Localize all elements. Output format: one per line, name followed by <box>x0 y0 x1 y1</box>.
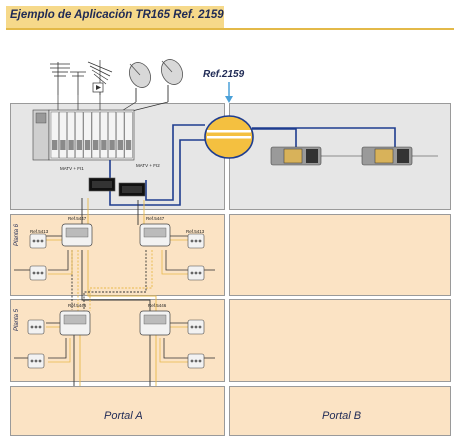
outlet-socket <box>187 233 205 249</box>
headend-module <box>116 111 125 159</box>
floor-5-panel-b <box>229 299 451 382</box>
portal-b-label: Portal B <box>322 410 362 422</box>
outlet-right-label: Ref.5413 <box>186 229 205 234</box>
headend-module <box>124 111 133 159</box>
headend-module <box>91 111 100 159</box>
drop-cables <box>14 235 215 363</box>
tap-lower-left-label: Ref.5446 <box>68 303 87 308</box>
multiswitch-2 <box>118 182 146 197</box>
title-rule <box>6 28 454 30</box>
headend-module <box>67 111 76 159</box>
satellite-dish-icon <box>129 62 151 102</box>
tap-lower-left <box>59 310 91 336</box>
headend-module <box>108 111 117 159</box>
amplifier-portal-b-1 <box>270 146 322 166</box>
page-title: Ejemplo de Aplicación TR165 Ref. 2159 <box>10 9 224 21</box>
outlet-socket <box>27 353 45 369</box>
tap-lower-right <box>139 310 171 336</box>
ref-2159-device <box>204 115 254 159</box>
outlet-socket <box>27 319 45 335</box>
tap-upper-right-label: Ref.5447 <box>146 216 165 221</box>
title-bar <box>6 6 224 28</box>
floor-6-panel-b <box>229 214 451 296</box>
mat-label-2: MATV + FI2 <box>136 163 160 168</box>
headend-module <box>83 111 92 159</box>
uhf-antenna-icon <box>50 62 70 95</box>
outlet-socket <box>29 233 47 249</box>
ref-2159-label: Ref.2159 <box>203 69 245 80</box>
outlet-socket <box>187 353 205 369</box>
riser-cables <box>71 198 157 386</box>
amplifier-portal-b-2 <box>361 146 413 166</box>
multiswitch-1 <box>88 177 116 192</box>
satellite-dish-icon <box>161 59 183 102</box>
outlet-socket <box>29 265 47 281</box>
outlet-socket <box>187 265 205 281</box>
tap-upper-left-label: Ref.5447 <box>68 216 87 221</box>
mat-label-1: MATV + FI1 <box>60 166 84 171</box>
portal-a-panel <box>10 386 225 436</box>
portal-b-panel <box>229 386 451 436</box>
tap-lower-right-label: Ref.5446 <box>148 303 167 308</box>
outlet-socket <box>187 319 205 335</box>
headend-module <box>59 111 67 159</box>
fm-antenna-icon <box>70 71 86 95</box>
floor-6-panel-a <box>10 214 225 296</box>
tap-upper-left <box>61 223 93 247</box>
outlet-left-label: Ref.5413 <box>30 229 49 234</box>
headend-module <box>99 111 108 159</box>
headend-module <box>75 111 84 159</box>
floor-5-label: Planta 5 <box>14 308 20 331</box>
portal-a-label: Portal A <box>104 410 143 422</box>
tap-upper-right <box>139 223 171 247</box>
headend-module <box>50 111 59 159</box>
portal-b-headend-panel <box>229 103 451 210</box>
amplifier-icon <box>92 82 104 93</box>
floor-6-label: Planta 6 <box>14 223 20 246</box>
